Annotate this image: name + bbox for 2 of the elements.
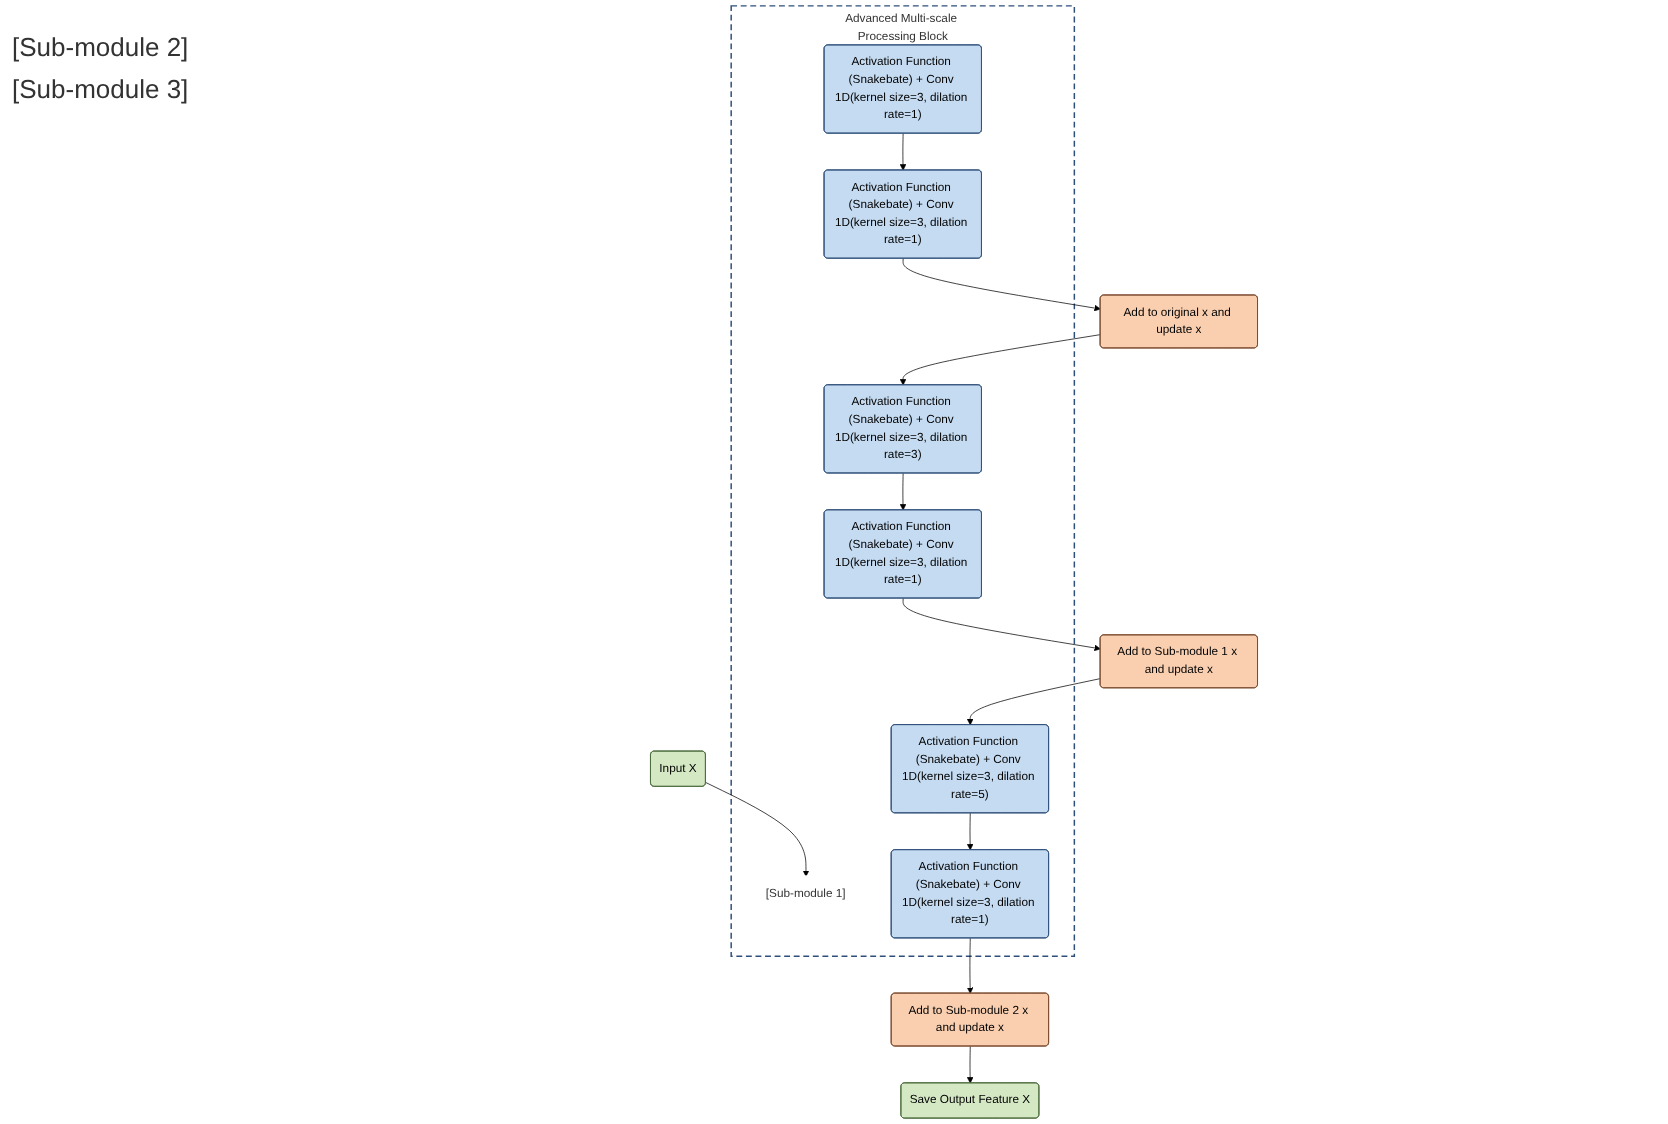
submodule-label: [Sub-module 3] xyxy=(12,74,191,104)
submodule-label: [Sub-module 2] xyxy=(12,32,191,62)
